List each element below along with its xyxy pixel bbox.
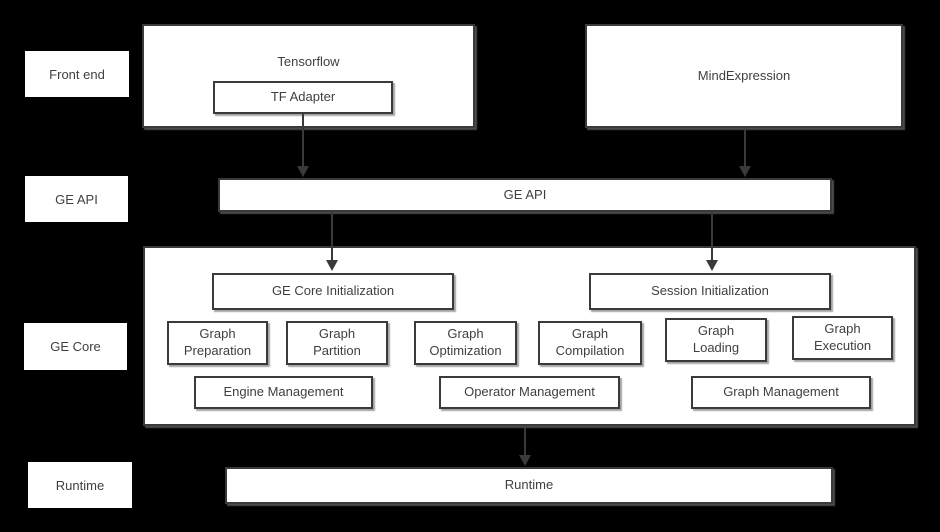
session-initialization-box: Session Initialization	[589, 273, 831, 310]
layer-label-front-end: Front end	[25, 51, 129, 97]
operator-management-box: Operator Management	[439, 376, 620, 409]
tensorflow-title: Tensorflow	[277, 54, 340, 69]
mindexpression-box: MindExpression	[585, 24, 903, 128]
tf-adapter-box: TF Adapter	[213, 81, 393, 114]
arrow-shaft	[711, 212, 713, 262]
arrow-ge-core-to-runtime-icon	[519, 427, 531, 466]
layer-label-ge-api: GE API	[25, 176, 128, 222]
arrow-head-icon	[519, 455, 531, 466]
arrow-head-icon	[706, 260, 718, 271]
layer-label-ge-core: GE Core	[24, 323, 127, 370]
arrow-shaft	[524, 427, 526, 457]
arrow-ge-api-to-session-init-icon	[706, 212, 718, 271]
arrow-mindexpression-to-ge-api-icon	[739, 129, 751, 177]
arrow-shaft	[331, 212, 333, 262]
ge-core-container: GE Core Initialization Session Initializ…	[143, 246, 916, 426]
runtime-bar: Runtime	[225, 467, 833, 504]
ge-core-initialization-box: GE Core Initialization	[212, 273, 454, 310]
arrow-tf-adapter-to-ge-api-icon	[297, 114, 309, 177]
arrow-head-icon	[297, 166, 309, 177]
arrow-ge-api-to-ge-core-init-icon	[326, 212, 338, 271]
layer-label-runtime: Runtime	[28, 462, 132, 508]
arrow-head-icon	[739, 166, 751, 177]
graph-management-box: Graph Management	[691, 376, 871, 409]
ge-api-bar: GE API	[218, 178, 832, 212]
engine-management-box: Engine Management	[194, 376, 373, 409]
arrow-shaft	[302, 114, 304, 168]
arrow-shaft	[744, 129, 746, 168]
tensorflow-box: Tensorflow TF Adapter	[142, 24, 475, 128]
arrow-head-icon	[326, 260, 338, 271]
